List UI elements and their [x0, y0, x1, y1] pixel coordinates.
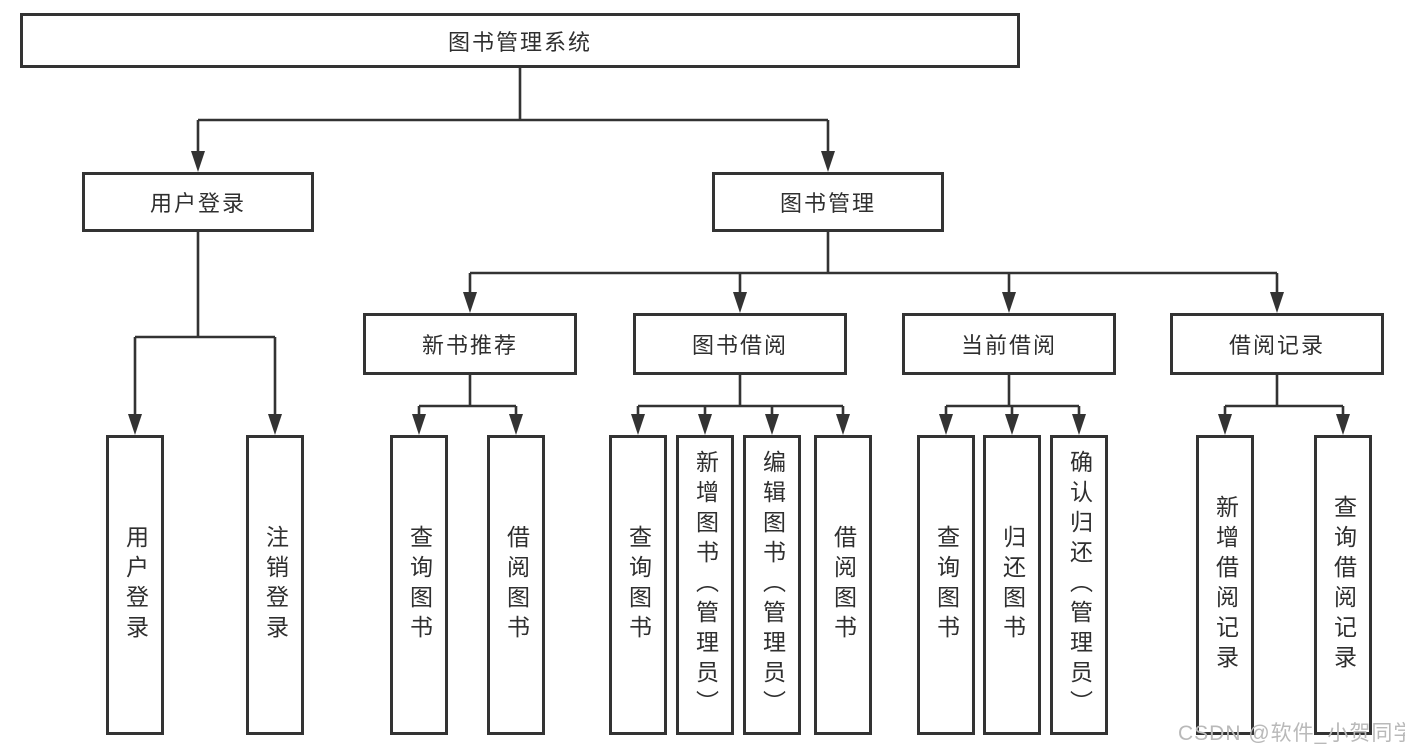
leaf-confirm-return-admin-label: 确认归还（管理员）: [1066, 450, 1093, 720]
arrowhead: [821, 151, 835, 172]
node-new-book-recommendation-label: 新书推荐: [421, 333, 518, 358]
arrowhead: [1218, 414, 1232, 435]
leaf-add-borrow-record: 新增借阅记录: [1196, 435, 1254, 735]
arrowhead: [1005, 414, 1019, 435]
arrowhead: [1270, 292, 1284, 313]
connector-current-to-leaves: [944, 375, 1081, 415]
leaf-return-books-label: 归还图书: [999, 525, 1026, 645]
leaf-borrow-books-recommend-label: 借阅图书: [503, 525, 530, 645]
node-current-borrowing: 当前借阅: [902, 313, 1116, 375]
arrowhead: [1336, 414, 1350, 435]
csdn-watermark: CSDN @软件_小贺同学: [1178, 722, 1405, 745]
leaf-confirm-return-admin: 确认归还（管理员）: [1050, 435, 1108, 735]
arrowhead: [1002, 292, 1016, 313]
arrowhead: [698, 414, 712, 435]
arrowhead: [509, 414, 523, 435]
arrowhead: [939, 414, 953, 435]
node-borrowing-records-label: 借阅记录: [1228, 333, 1325, 358]
leaf-borrow-books: 借阅图书: [814, 435, 872, 735]
arrowhead: [268, 414, 282, 435]
leaf-query-books-borrow: 查询图书: [609, 435, 667, 735]
arrowhead: [765, 414, 779, 435]
leaf-edit-books-admin: 编辑图书（管理员）: [743, 435, 801, 735]
arrowhead: [463, 292, 477, 313]
leaf-logout-login: 注销登录: [246, 435, 304, 735]
leaf-logout-login-label: 注销登录: [262, 525, 289, 645]
leaf-add-books-admin-label: 新增图书（管理员）: [692, 450, 719, 720]
node-new-book-recommendation: 新书推荐: [363, 313, 577, 375]
arrowhead: [733, 292, 747, 313]
node-book-borrowing: 图书借阅: [633, 313, 847, 375]
connector-recommend-to-leaves: [417, 375, 518, 415]
leaf-query-books-current: 查询图书: [917, 435, 975, 735]
node-user-login-label: 用户登录: [149, 191, 246, 216]
leaf-query-books-borrow-label: 查询图书: [625, 525, 652, 645]
leaf-query-books-current-label: 查询图书: [933, 525, 960, 645]
leaf-query-borrow-record-label: 查询借阅记录: [1330, 495, 1357, 675]
connector-userlogin-to-leaves: [133, 232, 277, 415]
node-borrowing-records: 借阅记录: [1170, 313, 1384, 375]
leaf-query-books-recommend-label: 查询图书: [406, 525, 433, 645]
node-book-management-label: 图书管理: [779, 191, 876, 216]
leaf-query-borrow-record: 查询借阅记录: [1314, 435, 1372, 735]
connector-records-to-leaves: [1223, 375, 1345, 415]
node-book-borrowing-label: 图书借阅: [691, 333, 788, 358]
leaf-user-login-label: 用户登录: [122, 525, 149, 645]
leaf-borrow-books-recommend: 借阅图书: [487, 435, 545, 735]
arrowhead: [128, 414, 142, 435]
leaf-edit-books-admin-label: 编辑图书（管理员）: [759, 450, 786, 720]
connector-bookmgmt-to-level3: [468, 232, 1279, 293]
arrowhead: [631, 414, 645, 435]
node-library-system-label: 图书管理系统: [447, 29, 592, 55]
leaf-add-books-admin: 新增图书（管理员）: [676, 435, 734, 735]
arrowhead: [412, 414, 426, 435]
arrowhead: [1072, 414, 1086, 435]
connector-root-to-level2: [196, 68, 830, 152]
node-current-borrowing-label: 当前借阅: [960, 333, 1057, 358]
arrowhead: [191, 151, 205, 172]
node-library-system: 图书管理系统: [20, 13, 1020, 68]
node-user-login: 用户登录: [82, 172, 314, 232]
arrowhead: [836, 414, 850, 435]
leaf-return-books: 归还图书: [983, 435, 1041, 735]
leaf-user-login: 用户登录: [106, 435, 164, 735]
leaf-add-borrow-record-label: 新增借阅记录: [1212, 495, 1239, 675]
leaf-query-books-recommend: 查询图书: [390, 435, 448, 735]
connector-borrowing-to-leaves: [636, 375, 845, 415]
leaf-borrow-books-label: 借阅图书: [830, 525, 857, 645]
node-book-management: 图书管理: [712, 172, 944, 232]
